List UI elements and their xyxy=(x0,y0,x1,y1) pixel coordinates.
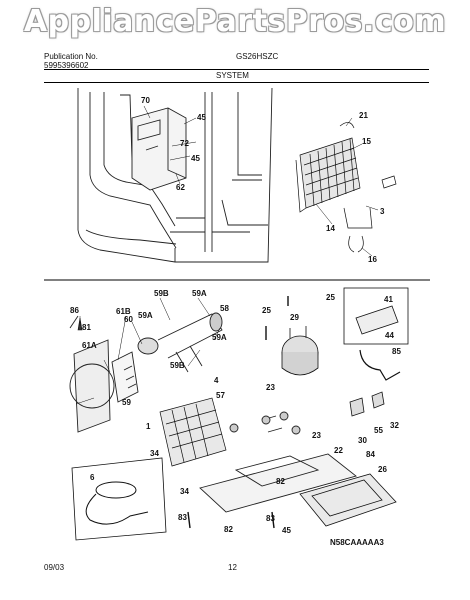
callout: 45 xyxy=(191,154,200,163)
model-number: GS26HSZC xyxy=(236,52,279,61)
callout: 45 xyxy=(282,526,291,535)
callout: 25 xyxy=(262,306,271,315)
section-title: SYSTEM xyxy=(216,71,249,80)
callout: 55 xyxy=(374,426,383,435)
callout: 6 xyxy=(90,473,95,482)
callout: 1 xyxy=(146,422,151,431)
callout: 70 xyxy=(141,96,150,105)
callout: 59A xyxy=(192,289,207,298)
callout: 25 xyxy=(326,293,335,302)
publication-number: 5995396602 xyxy=(44,61,89,70)
base-pan xyxy=(199,411,357,513)
callout: 82 xyxy=(224,525,233,534)
callout: 61B xyxy=(116,307,131,316)
callout: 22 xyxy=(334,446,343,455)
callout: 21 xyxy=(359,111,368,120)
callout: 29 xyxy=(290,313,299,322)
callout: 86 xyxy=(70,306,79,315)
callout: 58 xyxy=(220,304,229,313)
callout: 23 xyxy=(312,431,321,440)
watermark-logo: AppliancePartsPros.com xyxy=(23,4,447,39)
callout: 82 xyxy=(276,477,285,486)
evaporator-coil xyxy=(295,122,397,253)
duct-part-70 xyxy=(131,107,187,191)
relay-switch xyxy=(349,391,385,417)
callout: 3 xyxy=(380,207,385,216)
drain-pan xyxy=(299,473,397,527)
callout: 23 xyxy=(266,383,275,392)
callout: 84 xyxy=(366,450,375,459)
callout: 34 xyxy=(150,449,159,458)
inset-box xyxy=(343,287,409,345)
header-rule-top xyxy=(44,69,429,70)
footer-date: 09/03 xyxy=(44,563,65,572)
callout: 72 xyxy=(180,139,189,148)
tube-85 xyxy=(359,349,401,381)
callout: 59 xyxy=(122,398,131,407)
callout: 14 xyxy=(326,224,335,233)
callout: 59B xyxy=(170,361,185,370)
harness-wire xyxy=(71,457,167,541)
callout: 32 xyxy=(390,421,399,430)
callout: 34 xyxy=(180,487,189,496)
callout-labels: 70 45 72 45 62 21 15 14 3 16 86 61B 60 5… xyxy=(70,96,401,535)
compressor xyxy=(281,326,319,376)
callout: 59A xyxy=(212,333,227,342)
condenser-coil xyxy=(159,397,227,467)
callout: 41 xyxy=(384,295,393,304)
callout: 30 xyxy=(358,436,367,445)
callout: 4 xyxy=(214,376,219,385)
page-number: 12 xyxy=(228,563,237,572)
diagram-code: N58CAAAAA3 xyxy=(330,538,384,547)
fan-assembly xyxy=(69,312,223,433)
callout: 26 xyxy=(378,465,387,474)
cabinet-drawing xyxy=(77,87,273,263)
callout: 83 xyxy=(266,514,275,523)
publication-label: Publication No. xyxy=(44,52,98,61)
callout: 62 xyxy=(176,183,185,192)
callout: 59A xyxy=(138,311,153,320)
callout: 81 xyxy=(82,323,91,332)
callout: 61A xyxy=(82,341,97,350)
callout: 45 xyxy=(197,113,206,122)
callout: 44 xyxy=(385,331,394,340)
leader-lines xyxy=(75,105,379,405)
callout: 60 xyxy=(124,315,133,324)
header-rule-bottom xyxy=(44,82,429,83)
callout: 85 xyxy=(392,347,401,356)
callout: 59B xyxy=(154,289,169,298)
callout: 15 xyxy=(362,137,371,146)
callout: 16 xyxy=(368,255,377,264)
callout: 57 xyxy=(216,391,225,400)
callout: 83 xyxy=(178,513,187,522)
